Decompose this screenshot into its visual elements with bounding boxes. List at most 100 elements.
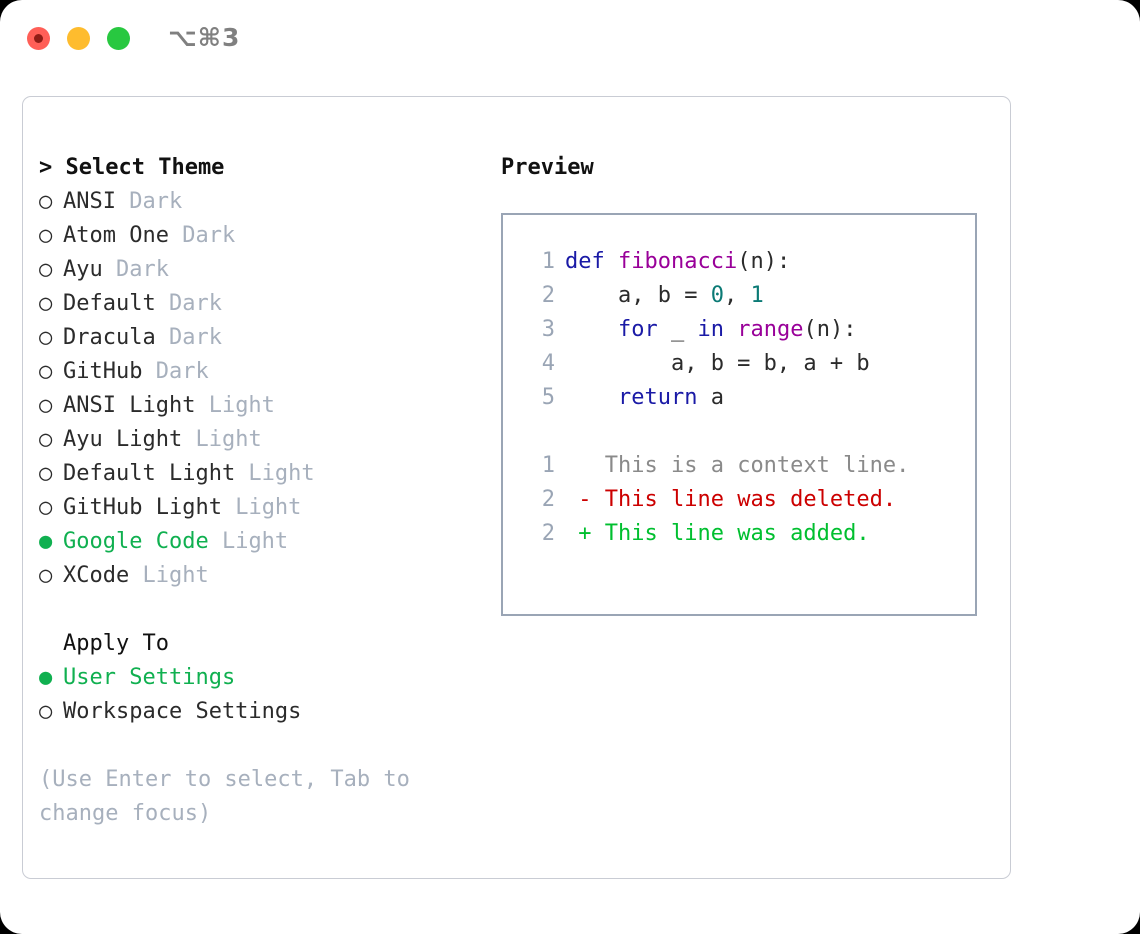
theme-list-item[interactable]: ○ Dracula Dark	[39, 321, 479, 355]
theme-list-item[interactable]: ○Atom One Dark	[39, 219, 479, 253]
code-token-plain: a	[697, 385, 724, 410]
code-line: 4 a, b = b, a + b	[503, 347, 975, 381]
theme-list-item[interactable]: ○ Default Dark	[39, 287, 479, 321]
code-line: 3 for _ in range(n):	[503, 313, 975, 347]
apply-to-option[interactable]: ● User Settings	[39, 661, 479, 695]
radio-unselected-icon[interactable]: ○	[39, 223, 53, 248]
code-token-fn: fibonacci	[617, 249, 738, 274]
line-number: 1	[541, 453, 555, 478]
preview-header: Preview	[501, 155, 594, 180]
theme-list-item[interactable]: ○ Ayu Dark	[39, 253, 479, 287]
diff-sample: 1 This is a context line.2 - This line w…	[503, 449, 975, 551]
radio-selected-icon[interactable]: ●	[39, 529, 53, 554]
code-line: 5 return a	[503, 381, 975, 415]
code-token-plain	[565, 317, 618, 342]
code-token-plain	[565, 385, 618, 410]
apply-to-label: Workspace Settings	[63, 699, 302, 724]
theme-variant-label: Dark	[102, 257, 169, 282]
theme-list-item[interactable]: ○Default Light Light	[39, 457, 479, 491]
theme-name: ANSI Light	[63, 393, 196, 418]
code-token-plain	[724, 317, 737, 342]
line-number: 2	[541, 521, 555, 546]
code-token-num: 0	[710, 283, 724, 308]
radio-unselected-icon[interactable]: ○	[39, 563, 53, 588]
diff-line: 1 This is a context line.	[503, 449, 975, 483]
theme-variant-label: Light	[221, 495, 302, 520]
radio-unselected-icon[interactable]: ○	[39, 291, 53, 316]
theme-name: Google Code	[63, 529, 209, 554]
theme-list-item[interactable]: ○ GitHub Dark	[39, 355, 479, 389]
main-panel: > Select Theme ○ANSI Dark○Atom One Dark○…	[22, 96, 1011, 879]
line-number: 2	[541, 487, 555, 512]
theme-variant-label: Light	[208, 529, 289, 554]
theme-name: Default	[63, 291, 156, 316]
line-number: 4	[541, 351, 555, 376]
theme-variant-label: Dark	[168, 223, 236, 248]
theme-list: ○ANSI Dark○Atom One Dark○Ayu Dark○Defaul…	[39, 185, 479, 593]
radio-unselected-icon[interactable]: ○	[39, 495, 53, 520]
line-number: 5	[541, 385, 555, 410]
code-token-kw: for	[617, 317, 658, 342]
code-token-plain: _	[657, 317, 698, 342]
theme-variant-label: Light	[182, 427, 262, 452]
code-token-plain: (n):	[737, 249, 791, 274]
diff-text: This is a context line.	[591, 453, 910, 478]
close-button[interactable]	[27, 27, 50, 50]
diff-text: This line was deleted.	[591, 487, 897, 512]
theme-variant-label: Light	[195, 393, 275, 418]
theme-name: Ayu	[63, 257, 103, 282]
line-number: 3	[541, 317, 555, 342]
theme-variant-label: Light	[129, 563, 209, 588]
apply-to-header: Apply To	[63, 631, 169, 656]
theme-name: Dracula	[63, 325, 156, 350]
theme-name: Ayu Light	[63, 427, 183, 452]
radio-unselected-icon[interactable]: ○	[39, 257, 53, 282]
theme-list-item[interactable]: ○ Ayu Light Light	[39, 423, 479, 457]
theme-list-item[interactable]: ○ ANSI Dark	[39, 185, 479, 219]
code-token-plain: a, b = b, a + b	[565, 351, 870, 376]
code-token-plain: a, b =	[565, 283, 711, 308]
code-token-fn: range	[737, 317, 804, 342]
radio-selected-icon[interactable]: ●	[39, 665, 53, 690]
radio-unselected-icon[interactable]: ○	[39, 359, 53, 384]
radio-unselected-icon[interactable]: ○	[39, 427, 53, 452]
line-number: 1	[541, 249, 555, 274]
theme-name: ANSI	[63, 189, 116, 214]
theme-name: GitHub	[63, 359, 143, 384]
title-bar: ⌥⌘3	[0, 0, 1140, 78]
code-token-kw: def	[565, 249, 618, 274]
radio-unselected-icon[interactable]: ○	[39, 461, 53, 486]
code-token-plain: (n):	[803, 317, 857, 342]
theme-variant-label: Light	[235, 461, 315, 486]
radio-unselected-icon[interactable]: ○	[39, 325, 53, 350]
apply-to-option[interactable]: ○ Workspace Settings	[39, 695, 479, 729]
code-diff-separator	[503, 415, 975, 449]
radio-unselected-icon[interactable]: ○	[39, 189, 53, 214]
theme-list-item[interactable]: ○ GitHub Light Light	[39, 491, 479, 525]
apply-to-label: User Settings	[63, 665, 236, 690]
minimize-button[interactable]	[67, 27, 90, 50]
diff-line: 2 - This line was deleted.	[503, 483, 975, 517]
diff-marker: +	[565, 521, 592, 546]
theme-list-item[interactable]: ● Google Code Light	[39, 525, 479, 559]
diff-text: This line was added.	[591, 521, 870, 546]
apply-to-group: Apply To ● User Settings ○ Workspace Settin…	[39, 627, 479, 729]
line-number: 2	[541, 283, 555, 308]
theme-variant-label: Dark	[142, 359, 209, 384]
theme-variant-label: Dark	[115, 189, 183, 214]
radio-unselected-icon[interactable]: ○	[39, 393, 53, 418]
code-line: 2 a, b = 0, 1	[503, 279, 975, 313]
theme-list-item[interactable]: ○ ANSI Light Light	[39, 389, 479, 423]
radio-unselected-icon[interactable]: ○	[39, 699, 53, 724]
theme-list-item[interactable]: ○XCode Light	[39, 559, 479, 593]
zoom-button[interactable]	[107, 27, 130, 50]
theme-variant-label: Dark	[155, 291, 222, 316]
theme-variant-label: Dark	[155, 325, 222, 350]
theme-name: GitHub Light	[63, 495, 222, 520]
theme-selector-column: > Select Theme ○ANSI Dark○Atom One Dark○…	[39, 151, 479, 831]
code-token-kw: return	[617, 385, 698, 410]
diff-line: 2 + This line was added.	[503, 517, 975, 551]
